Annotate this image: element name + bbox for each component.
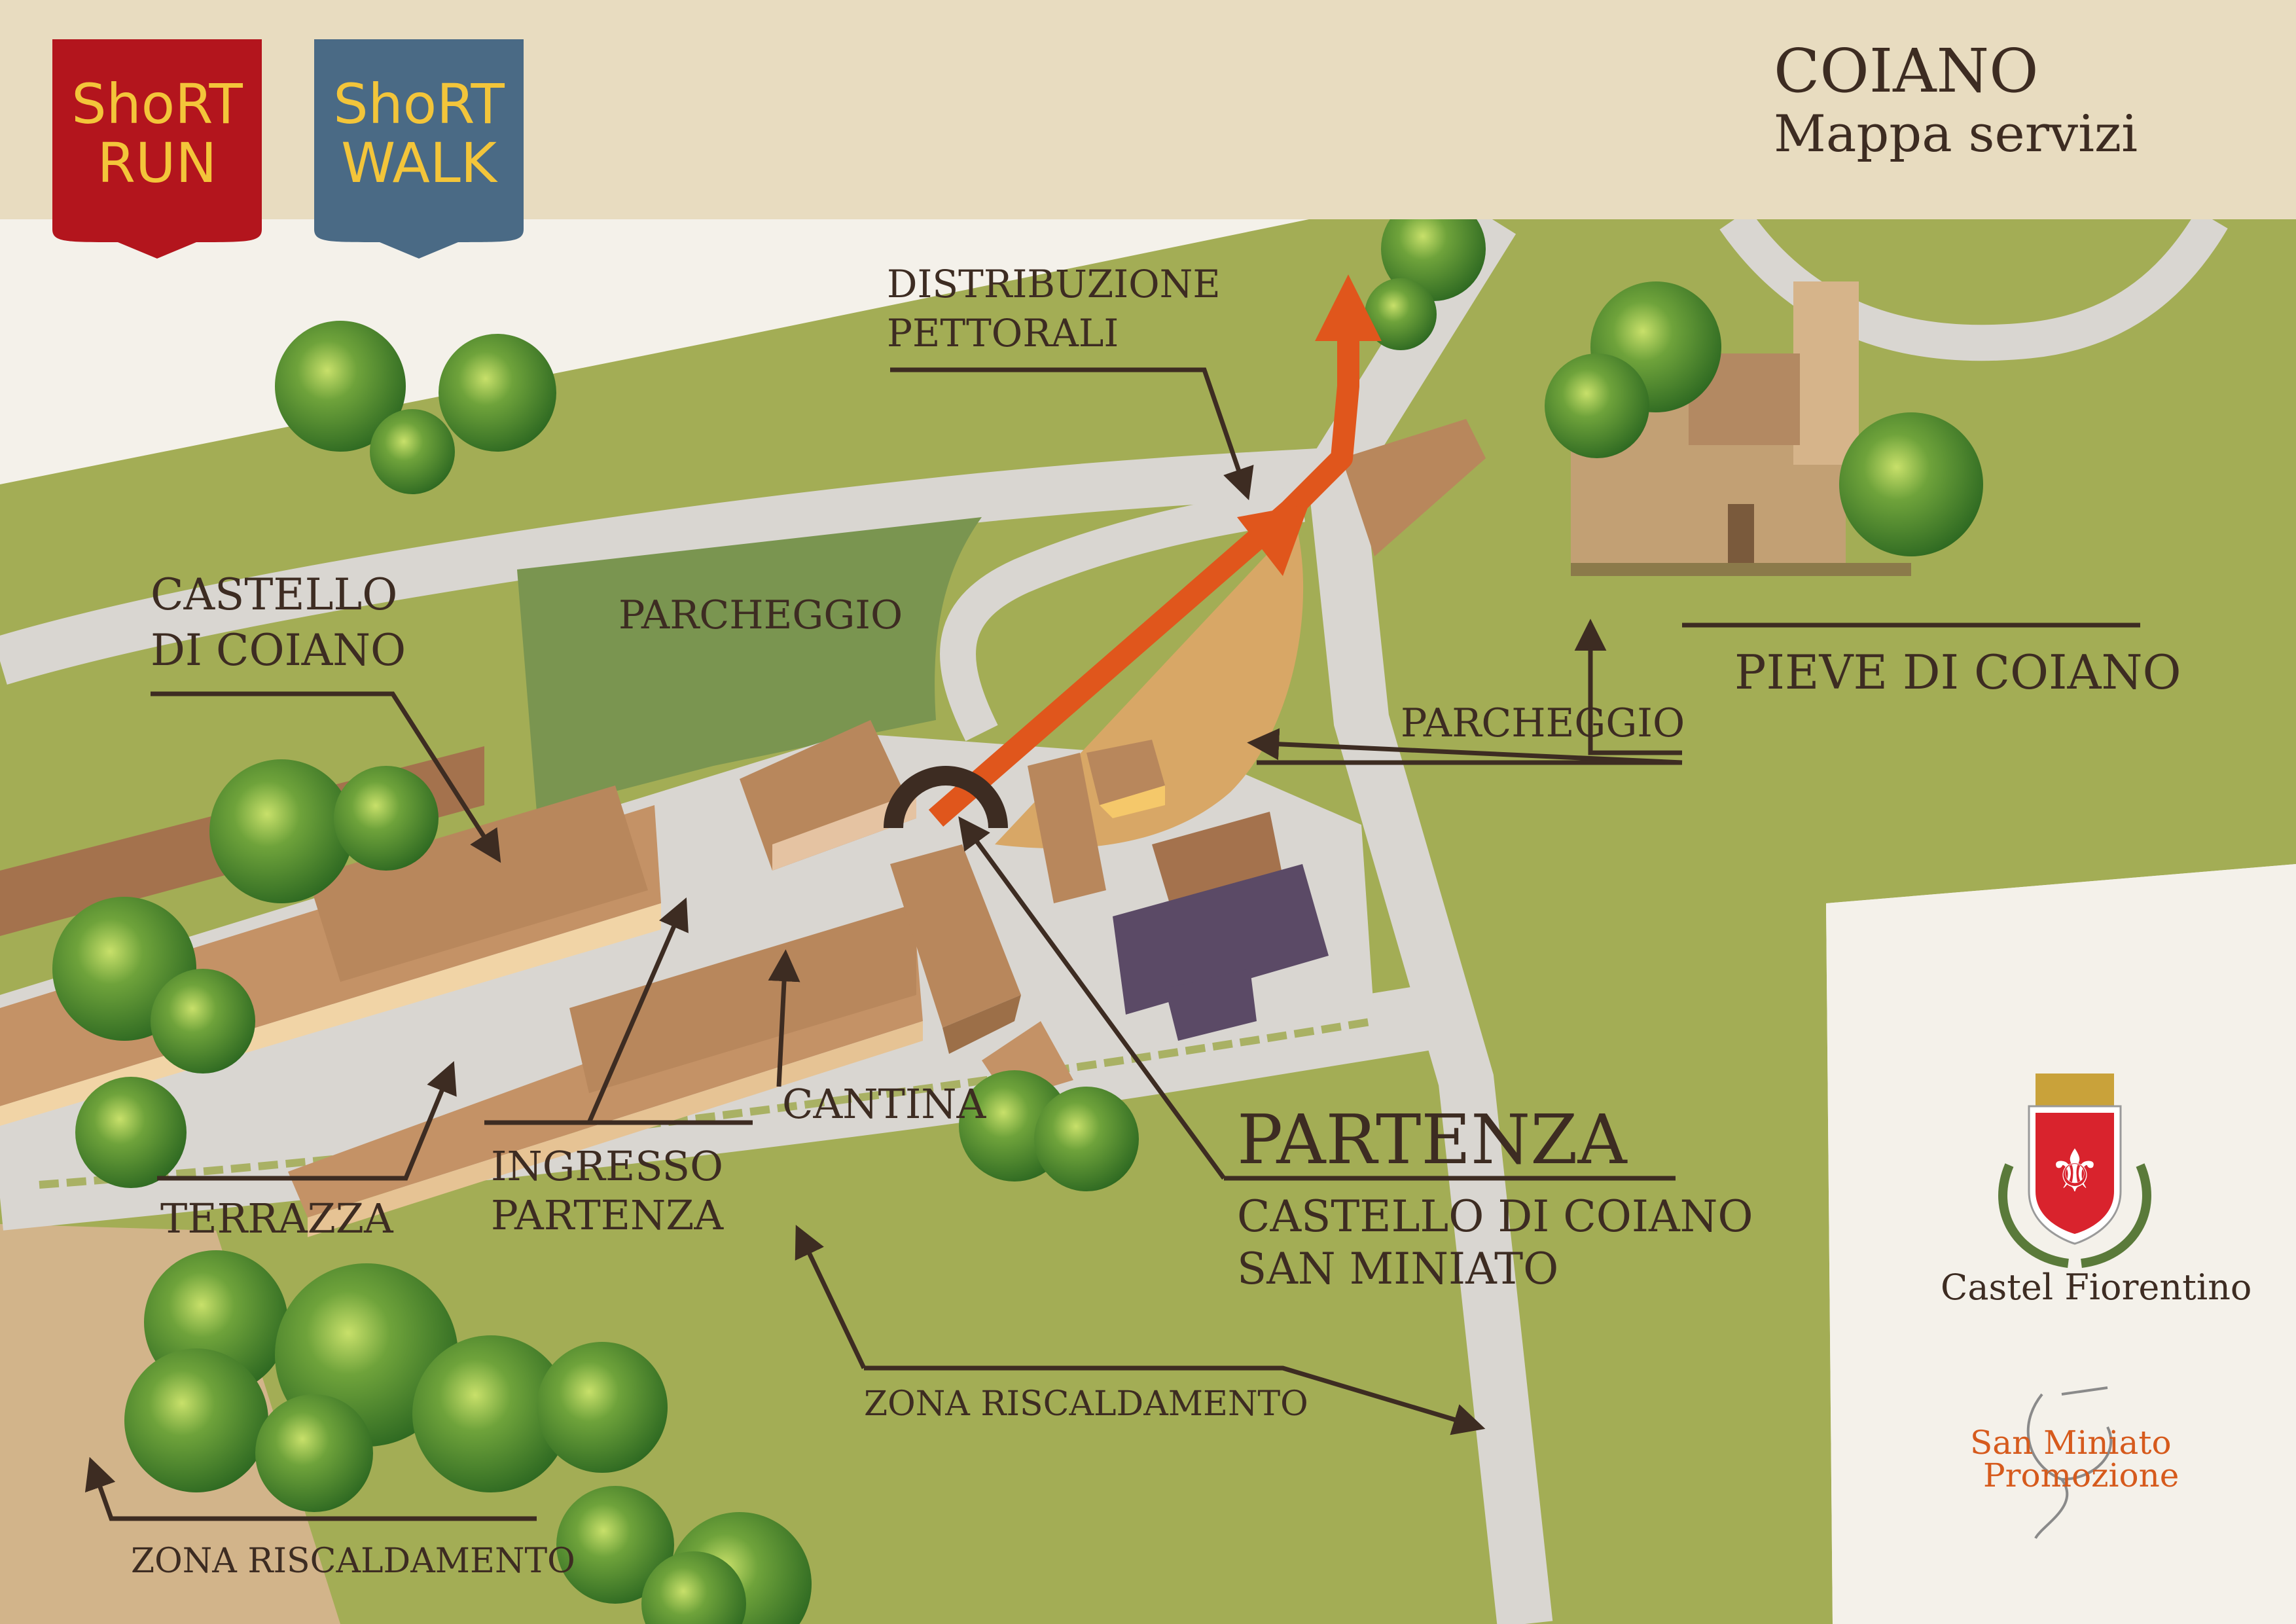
label-cantina: CANTINA bbox=[782, 1080, 986, 1128]
parking-green bbox=[517, 517, 982, 812]
short-walk-badge bbox=[314, 39, 524, 259]
road-north bbox=[1306, 204, 1553, 1624]
label-parcheggio-1: PARCHEGGIO bbox=[619, 592, 903, 638]
short-run-line1: ShoRT bbox=[71, 72, 243, 136]
trees bbox=[52, 196, 1983, 1624]
label-ingresso-2: PARTENZA bbox=[491, 1191, 724, 1239]
label-terrazza: TERRAZZA bbox=[160, 1195, 393, 1242]
label-partenza-sub-1: CASTELLO DI COIANO bbox=[1237, 1191, 1753, 1242]
sanminiato-emblem bbox=[2026, 1386, 2113, 1540]
logo-castelfiorentino-text: Castel Fiorentino bbox=[1941, 1267, 2252, 1308]
map-title: COIANO bbox=[1774, 36, 2039, 106]
logo-sanminiato-text-2: Promozione bbox=[1983, 1456, 2179, 1494]
label-parcheggio-2: PARCHEGGIO bbox=[1401, 700, 1685, 746]
label-pieve: PIEVE DI COIANO bbox=[1734, 645, 2181, 700]
label-distribuzione-1: DISTRIBUZIONE bbox=[887, 262, 1221, 306]
route-path bbox=[928, 274, 1382, 827]
short-run-badge bbox=[52, 39, 262, 259]
label-zona-2: ZONA RISCALDAMENTO bbox=[131, 1542, 575, 1581]
label-partenza: PARTENZA bbox=[1237, 1100, 1627, 1180]
label-castello-1: CASTELLO bbox=[151, 569, 398, 620]
start-arch bbox=[884, 766, 1008, 828]
logo-sanminiato-text-1: San Miniato bbox=[1970, 1424, 2172, 1462]
label-distribuzione-2: PETTORALI bbox=[887, 311, 1119, 355]
short-walk-line1: ShoRT bbox=[333, 72, 505, 136]
label-partenza-sub-2: SAN MINIATO bbox=[1237, 1244, 1559, 1294]
short-walk-line2: WALK bbox=[341, 131, 497, 195]
castelfiorentino-emblem: ⚜ bbox=[1998, 1074, 2151, 1268]
label-zona-1: ZONA RISCALDAMENTO bbox=[864, 1384, 1308, 1424]
label-castello-2: DI COIANO bbox=[151, 625, 406, 676]
short-run-line2: RUN bbox=[97, 131, 217, 195]
svg-text:⚜: ⚜ bbox=[2049, 1137, 2102, 1206]
map-subtitle: Mappa servizi bbox=[1774, 105, 2138, 164]
label-ingresso-1: INGRESSO bbox=[491, 1142, 723, 1190]
